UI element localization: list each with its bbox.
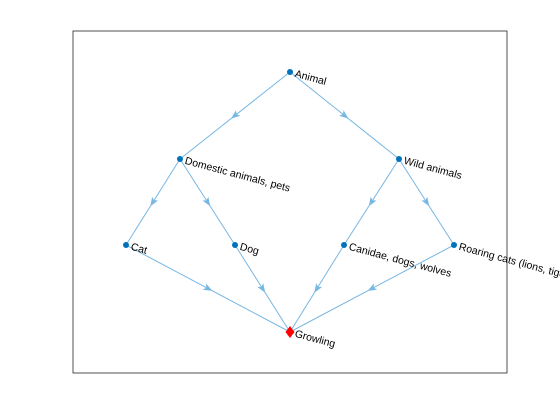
node-label-dog: Dog [239, 241, 261, 258]
edge-arrow-animal-domestic [231, 110, 241, 119]
node-canidae [341, 242, 347, 248]
edge-arrow-dog-growling [257, 283, 266, 293]
node-label-cat: Cat [130, 241, 149, 257]
node-animal [287, 69, 293, 75]
node-layer [123, 69, 457, 338]
node-dog [232, 242, 238, 248]
node-cat [123, 242, 129, 248]
edge-arrow-roaring-growling [367, 283, 378, 291]
axes-frame [72, 30, 508, 374]
edge-arrow-domestic-cat [150, 196, 159, 207]
node-domestic [177, 156, 183, 162]
edge-arrow-animal-wild [339, 110, 349, 119]
edge-arrow-wild-canidae [368, 196, 377, 207]
node-roaring [451, 242, 457, 248]
edge-layer [125, 71, 455, 333]
edge-arrow-wild-roaring [421, 196, 430, 207]
node-growling [285, 326, 295, 338]
edge-arrow-canidae-growling [314, 283, 323, 293]
edge-arrow-cat-growling [202, 283, 213, 291]
node-wild [396, 156, 402, 162]
edge-arrow-domestic-dog [202, 196, 211, 207]
